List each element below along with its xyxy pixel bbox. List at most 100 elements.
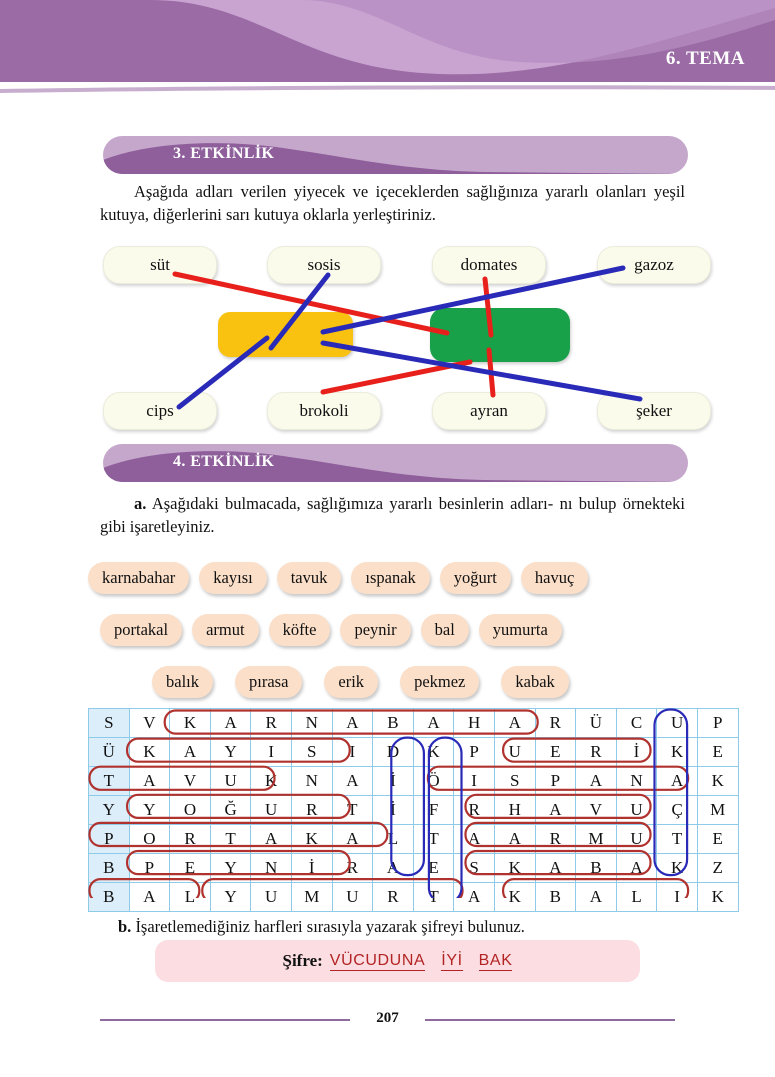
puzzle-cell-r2-c4[interactable]: K xyxy=(250,766,292,796)
puzzle-cell-r2-c1[interactable]: A xyxy=(128,766,171,796)
word-pill-pekmez[interactable]: pekmez xyxy=(400,666,480,698)
word-pill-kayisi[interactable]: kayısı xyxy=(199,562,267,594)
puzzle-cell-r6-c5[interactable]: M xyxy=(290,882,333,912)
puzzle-cell-r0-c14[interactable]: U xyxy=(656,708,698,738)
puzzle-cell-r2-c15[interactable]: K xyxy=(696,766,739,796)
puzzle-cell-r3-c15[interactable]: M xyxy=(696,795,739,825)
puzzle-cell-r1-c1[interactable]: K xyxy=(128,737,171,767)
puzzle-cell-r3-c3[interactable]: Ğ xyxy=(209,795,252,825)
puzzle-cell-r0-c10[interactable]: A xyxy=(493,708,536,738)
puzzle-cell-r5-c2[interactable]: E xyxy=(169,853,211,883)
puzzle-cell-r2-c7[interactable]: İ xyxy=(372,766,414,796)
puzzle-cell-r0-c6[interactable]: A xyxy=(331,708,374,738)
word-pill-yogurt[interactable]: yoğurt xyxy=(439,562,511,594)
puzzle-cell-r6-c1[interactable]: A xyxy=(128,882,171,912)
yellow-box[interactable] xyxy=(218,312,353,357)
puzzle-cell-r5-c3[interactable]: Y xyxy=(209,853,252,883)
puzzle-cell-r6-c7[interactable]: R xyxy=(372,882,414,912)
puzzle-cell-r1-c11[interactable]: E xyxy=(534,737,577,767)
puzzle-cell-r1-c6[interactable]: I xyxy=(331,737,374,767)
puzzle-cell-r5-c6[interactable]: R xyxy=(331,853,374,883)
puzzle-cell-r4-c13[interactable]: U xyxy=(615,824,658,854)
puzzle-cell-r6-c12[interactable]: A xyxy=(575,882,617,912)
puzzle-cell-r0-c2[interactable]: K xyxy=(169,708,211,738)
puzzle-cell-r3-c7[interactable]: İ xyxy=(372,795,414,825)
puzzle-cell-r5-c14[interactable]: K xyxy=(656,853,698,883)
word-pill-ispanak[interactable]: ıspanak xyxy=(351,562,430,594)
puzzle-cell-r6-c6[interactable]: U xyxy=(331,882,374,912)
puzzle-cell-r5-c13[interactable]: A xyxy=(615,853,658,883)
puzzle-cell-r3-c6[interactable]: T xyxy=(331,795,374,825)
puzzle-cell-r3-c5[interactable]: R xyxy=(290,795,333,825)
puzzle-cell-r3-c2[interactable]: O xyxy=(169,795,211,825)
puzzle-cell-r6-c9[interactable]: A xyxy=(453,882,495,912)
word-pill-peynir[interactable]: peynir xyxy=(340,614,411,646)
puzzle-cell-r3-c13[interactable]: U xyxy=(615,795,658,825)
puzzle-cell-r5-c12[interactable]: B xyxy=(575,853,617,883)
puzzle-cell-r4-c14[interactable]: T xyxy=(656,824,698,854)
puzzle-cell-r3-c4[interactable]: U xyxy=(250,795,292,825)
word-pill-havuc[interactable]: havuç xyxy=(520,562,589,594)
puzzle-cell-r2-c9[interactable]: I xyxy=(453,766,495,796)
puzzle-cell-r0-c4[interactable]: R xyxy=(250,708,292,738)
word-pill-kofte[interactable]: köfte xyxy=(268,614,331,646)
puzzle-cell-r2-c3[interactable]: U xyxy=(209,766,252,796)
word-pill-bal[interactable]: bal xyxy=(420,614,469,646)
puzzle-cell-r2-c2[interactable]: V xyxy=(169,766,211,796)
puzzle-cell-r0-c3[interactable]: A xyxy=(209,708,252,738)
puzzle-cell-r5-c8[interactable]: E xyxy=(412,853,455,883)
puzzle-cell-r4-c8[interactable]: T xyxy=(412,824,455,854)
food-pill-seker[interactable]: şeker xyxy=(597,392,711,430)
puzzle-cell-r4-c15[interactable]: E xyxy=(696,824,739,854)
word-pill-kabak[interactable]: kabak xyxy=(501,666,569,698)
puzzle-cell-r4-c2[interactable]: R xyxy=(169,824,211,854)
food-pill-gazoz[interactable]: gazoz xyxy=(597,246,711,284)
food-pill-domates[interactable]: domates xyxy=(432,246,546,284)
puzzle-cell-r4-c9[interactable]: A xyxy=(453,824,495,854)
puzzle-cell-r3-c10[interactable]: H xyxy=(493,795,536,825)
puzzle-cell-r4-c4[interactable]: A xyxy=(250,824,292,854)
word-pill-erik[interactable]: erik xyxy=(324,666,379,698)
puzzle-cell-r6-c15[interactable]: K xyxy=(696,882,739,912)
puzzle-cell-r4-c11[interactable]: R xyxy=(534,824,577,854)
puzzle-cell-r1-c4[interactable]: I xyxy=(250,737,292,767)
puzzle-cell-r3-c0[interactable]: Y xyxy=(88,795,130,825)
cipher-answer-box[interactable]: Şifre: VÜCUDUNA İYİ BAK xyxy=(155,940,640,982)
puzzle-cell-r1-c13[interactable]: İ xyxy=(615,737,658,767)
puzzle-cell-r5-c0[interactable]: B xyxy=(88,853,130,883)
puzzle-cell-r5-c15[interactable]: Z xyxy=(696,853,739,883)
puzzle-cell-r1-c7[interactable]: D xyxy=(372,737,414,767)
puzzle-cell-r3-c14[interactable]: Ç xyxy=(656,795,698,825)
food-pill-sosis[interactable]: sosis xyxy=(267,246,381,284)
puzzle-cell-r0-c1[interactable]: V xyxy=(128,708,171,738)
puzzle-cell-r5-c1[interactable]: P xyxy=(128,853,171,883)
puzzle-cell-r2-c13[interactable]: N xyxy=(615,766,658,796)
puzzle-cell-r4-c1[interactable]: O xyxy=(128,824,171,854)
puzzle-cell-r5-c11[interactable]: A xyxy=(534,853,577,883)
puzzle-cell-r3-c12[interactable]: V xyxy=(575,795,617,825)
puzzle-cell-r1-c5[interactable]: S xyxy=(290,737,333,767)
puzzle-cell-r3-c8[interactable]: F xyxy=(412,795,455,825)
puzzle-cell-r2-c5[interactable]: N xyxy=(290,766,333,796)
word-pill-karnabahar[interactable]: karnabahar xyxy=(88,562,190,594)
puzzle-cell-r4-c7[interactable]: L xyxy=(372,824,414,854)
puzzle-cell-r0-c5[interactable]: N xyxy=(290,708,333,738)
puzzle-cell-r6-c8[interactable]: T xyxy=(412,882,455,912)
word-pill-tavuk[interactable]: tavuk xyxy=(276,562,342,594)
puzzle-cell-r2-c11[interactable]: P xyxy=(534,766,577,796)
word-pill-balik[interactable]: balık xyxy=(152,666,213,698)
puzzle-cell-r2-c8[interactable]: Ö xyxy=(412,766,455,796)
puzzle-cell-r5-c7[interactable]: A xyxy=(372,853,414,883)
puzzle-cell-r0-c15[interactable]: P xyxy=(696,708,739,738)
puzzle-cell-r6-c2[interactable]: L xyxy=(169,882,211,912)
puzzle-cell-r0-c7[interactable]: B xyxy=(372,708,414,738)
puzzle-cell-r6-c10[interactable]: K xyxy=(493,882,536,912)
food-pill-ayran[interactable]: ayran xyxy=(432,392,546,430)
puzzle-cell-r6-c0[interactable]: B xyxy=(88,882,130,912)
puzzle-cell-r0-c9[interactable]: H xyxy=(453,708,495,738)
puzzle-cell-r6-c13[interactable]: L xyxy=(615,882,658,912)
puzzle-cell-r2-c0[interactable]: T xyxy=(88,766,130,796)
puzzle-cell-r4-c12[interactable]: M xyxy=(575,824,617,854)
puzzle-cell-r3-c9[interactable]: R xyxy=(453,795,495,825)
